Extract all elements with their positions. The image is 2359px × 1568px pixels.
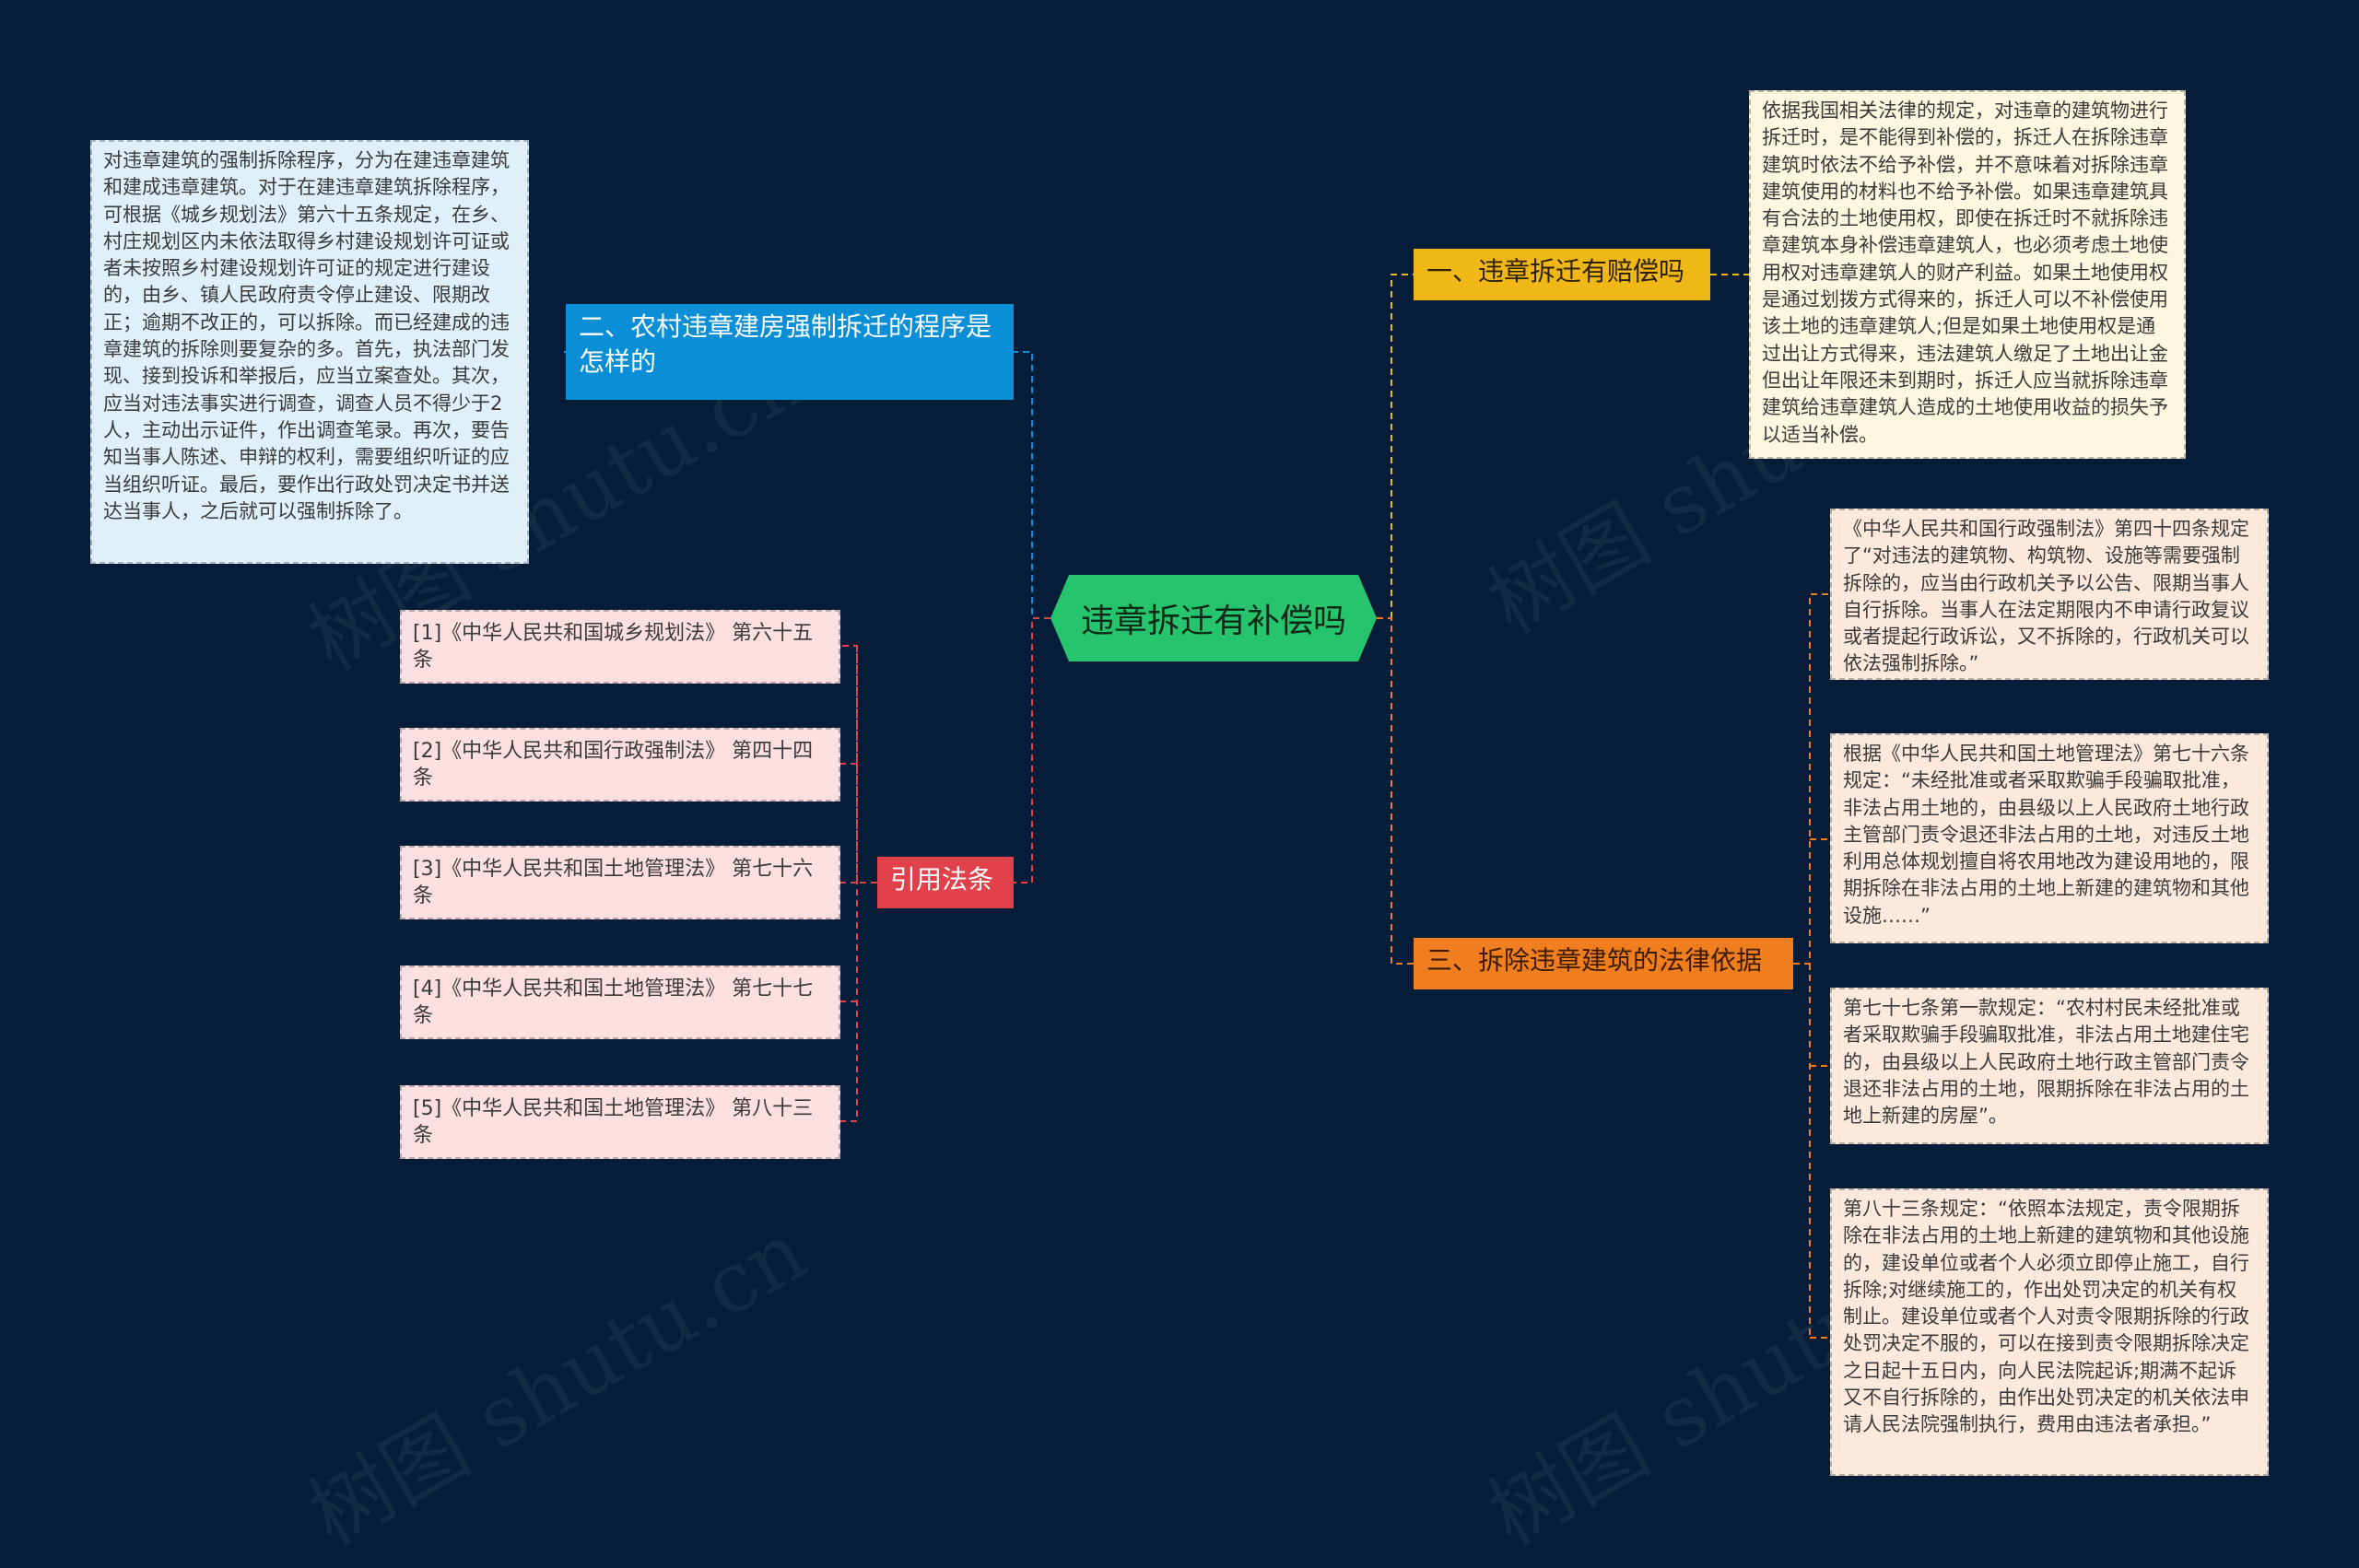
note-legal-basis-4: 第八十三条规定：“依照本法规定，责令限期拆除在非法占用的土地上新建的建筑物和其他… — [1830, 1188, 2269, 1476]
citation-item: [1]《中华人民共和国城乡规划法》 第六十五条 — [400, 610, 840, 684]
branch-citations[interactable]: 引用法条 — [877, 857, 1014, 908]
note-legal-basis-2: 根据《中华人民共和国土地管理法》第七十六条规定：“未经批准或者采取欺骗手段骗取批… — [1830, 733, 2269, 943]
connector — [1377, 617, 1414, 965]
connector — [1014, 351, 1050, 619]
connector — [1377, 274, 1414, 619]
branch-procedure[interactable]: 二、农村违章建房强制拆迁的程序是怎样的 — [566, 304, 1014, 400]
note-legal-basis-1: 《中华人民共和国行政强制法》第四十四条规定了“对违法的建筑物、构筑物、设施等需要… — [1830, 509, 2269, 680]
note-procedure: 对违章建筑的强制拆除程序，分为在建违章建筑和建成违章建筑。对于在建违章建筑拆除程… — [90, 140, 529, 564]
connector — [1793, 593, 1830, 1339]
note-legal-basis-3: 第七十七条第一款规定：“农村村民未经批准或者采取欺骗手段骗取批准，非法占用土地建… — [1830, 988, 2269, 1144]
note-compensation: 依据我国相关法律的规定，对违章的建筑物进行拆迁时，是不能得到补偿的，拆迁人在拆除… — [1749, 90, 2186, 459]
citation-item: [5]《中华人民共和国土地管理法》 第八十三条 — [400, 1085, 840, 1159]
branch-compensation[interactable]: 一、违章拆迁有赔偿吗 — [1414, 249, 1710, 300]
branch-legal-basis[interactable]: 三、拆除违章建筑的法律依据 — [1414, 938, 1793, 989]
connector — [1014, 617, 1050, 883]
citation-item: [3]《中华人民共和国土地管理法》 第七十六条 — [400, 846, 840, 919]
connector — [840, 645, 877, 1122]
citation-item: [2]《中华人民共和国行政强制法》 第四十四条 — [400, 728, 840, 802]
citation-item: [4]《中华人民共和国土地管理法》 第七十七条 — [400, 965, 840, 1039]
central-topic[interactable]: 违章拆迁有补偿吗 — [1050, 575, 1377, 661]
